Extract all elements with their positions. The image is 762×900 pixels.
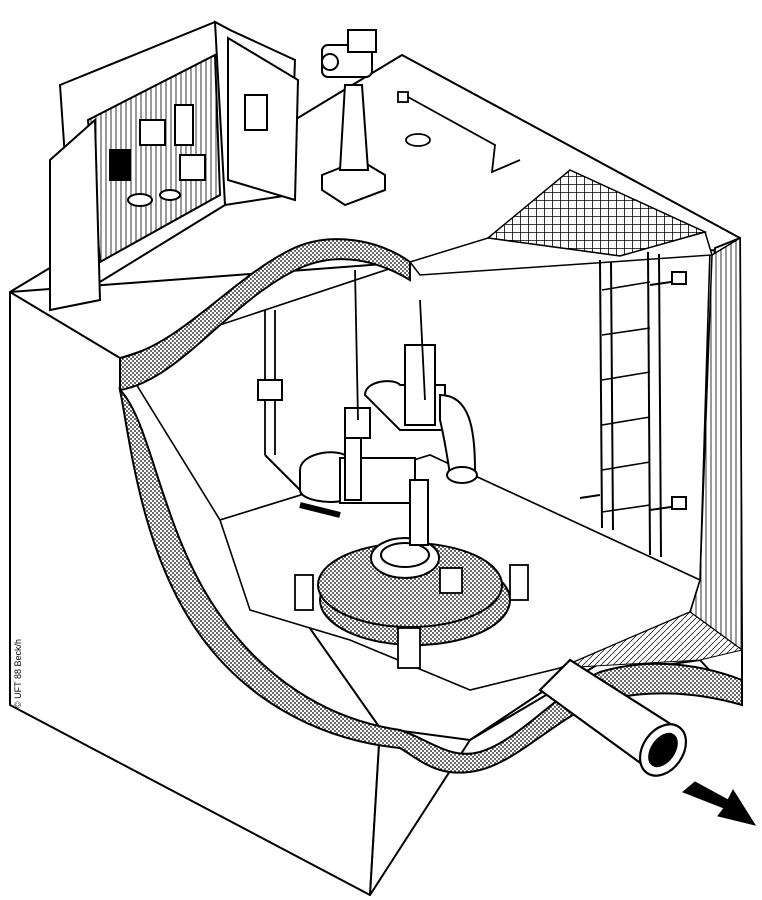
- cut-section-wall: [118, 386, 743, 774]
- control-cabinet: [49, 20, 300, 312]
- pump-brackets: [294, 564, 529, 669]
- pipework: [257, 269, 478, 546]
- copyright-label: © UFT 88 Beck/h: [13, 639, 23, 708]
- flow-direction-arrow: [682, 781, 757, 826]
- floor-grating: [408, 169, 713, 276]
- access-ladder: [579, 251, 687, 558]
- floor-hatch: [559, 611, 744, 669]
- cut-section-top: [119, 238, 411, 392]
- discharge-pipe: [538, 658, 688, 777]
- valve-actuator-column: [321, 29, 386, 207]
- surface-fittings: [397, 91, 521, 174]
- cabinet-door: [49, 117, 102, 312]
